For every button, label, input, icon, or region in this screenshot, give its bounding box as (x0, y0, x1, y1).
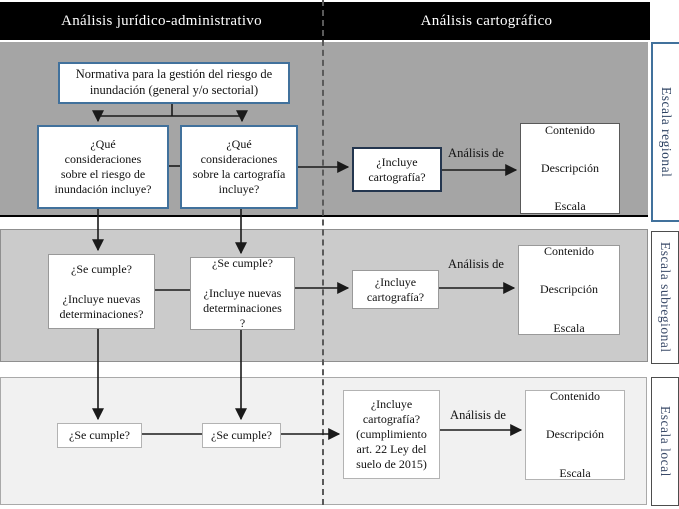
node-cumple-local-2: ¿Se cumple? (202, 423, 281, 448)
arrow-label-analisis-subregional: Análisis de (448, 257, 504, 271)
node-normativa: Normativa para la gestión del riesgo de … (58, 62, 290, 104)
header-title-juridico: Análisis jurídico-administrativo (61, 12, 262, 29)
node-contenido-local: Contenido Descripción Escala (525, 389, 625, 480)
node-que-riesgo: ¿Qué consideraciones sobre el riesgo de … (37, 125, 169, 209)
scale-label-local: Escala local (651, 377, 679, 506)
column-divider-dashed-line (322, 0, 324, 505)
header-bar: Análisis jurídico-administrativo Análisi… (0, 2, 650, 40)
node-que-cartografia: ¿Qué consideraciones sobre la cartografí… (180, 125, 298, 209)
node-cumple-subregional-1: ¿Se cumple? ¿Incluye nuevas determinacio… (48, 254, 155, 329)
node-contenido-regional: Contenido Descripción Escala (520, 123, 620, 214)
node-incluye-subregional: ¿Incluye cartografía? (352, 270, 439, 309)
scale-label-regional: Escala regional (651, 42, 679, 222)
header-title-cartografico: Análisis cartográfico (420, 12, 553, 29)
arrow-label-analisis-regional: Análisis de (448, 146, 504, 160)
scale-label-subregional: Escala subregional (651, 231, 679, 364)
node-cumple-local-1: ¿Se cumple? (57, 423, 142, 448)
node-cumple-subregional-2: ¿Se cumple? ¿Incluye nuevas determinacio… (190, 256, 295, 330)
node-incluye-regional: ¿Incluye cartografía? (352, 147, 442, 192)
arrow-label-analisis-local: Análisis de (450, 408, 506, 422)
node-incluye-local: ¿Incluye cartografía? (cumplimiento art.… (343, 390, 440, 479)
node-contenido-subregional: Contenido Descripción Escala (518, 244, 620, 335)
